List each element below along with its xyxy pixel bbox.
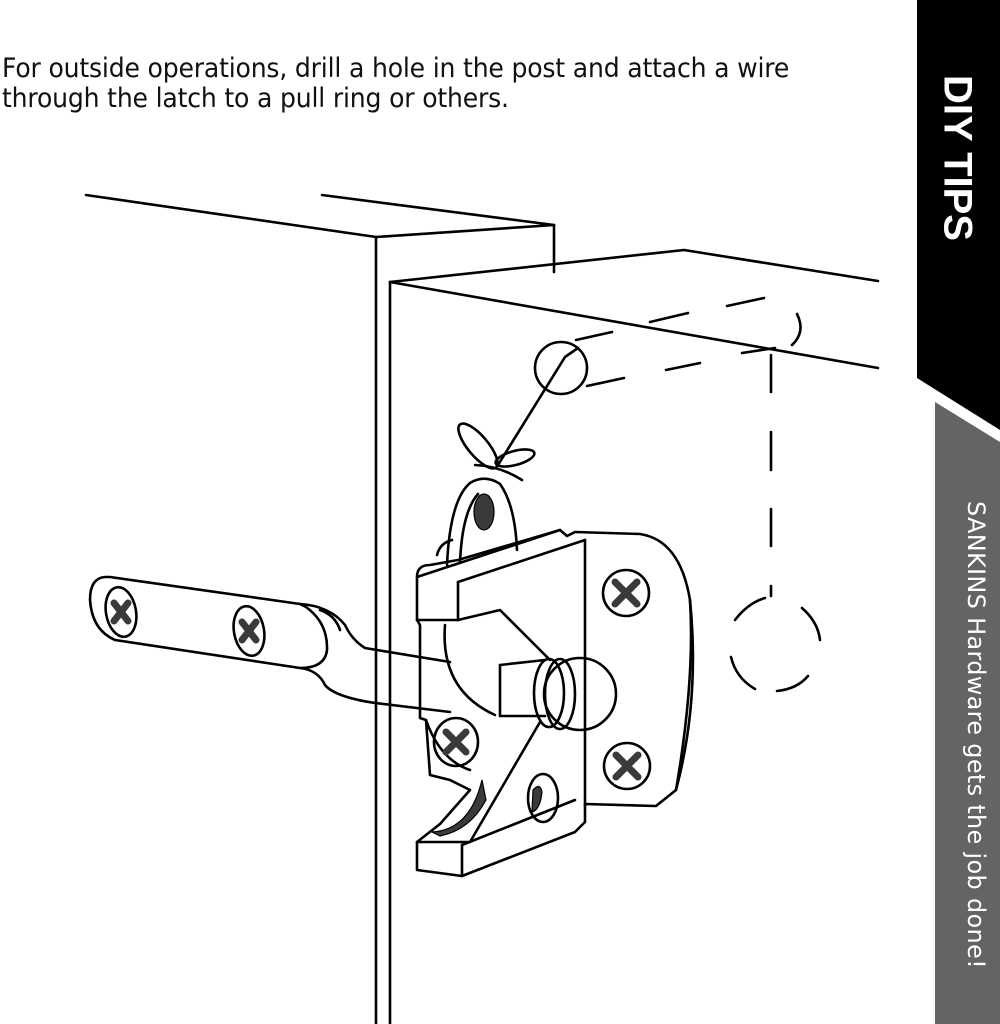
gate-panel-outline <box>388 248 880 1024</box>
post-outline <box>84 193 556 1024</box>
banner-top-bg <box>917 0 1000 430</box>
filled-details <box>429 493 543 837</box>
wire <box>457 346 580 482</box>
caption-line-2: through the latch to a pull ring or othe… <box>2 83 509 114</box>
drilled-hole <box>533 340 589 396</box>
latch-screws <box>432 568 652 824</box>
gate-latch-illustration <box>84 193 880 1024</box>
banner-title-diy-tips: DIY TIPS <box>935 75 980 241</box>
instruction-caption: For outside operations, drill a hole in … <box>2 54 839 114</box>
bar-screws <box>104 585 266 658</box>
caption-line-1: For outside operations, drill a hole in … <box>2 53 790 84</box>
screw-crosses <box>110 578 642 781</box>
banner-slogan: SANKINS Hardware gets the job done! <box>962 501 990 969</box>
dashed-hole-path <box>574 296 822 693</box>
latch-body <box>415 528 695 878</box>
latch-lever <box>435 477 519 567</box>
side-banner <box>917 0 1000 1024</box>
latch-bar <box>88 575 452 714</box>
bolt-knob <box>498 656 618 732</box>
banner-bottom-bg <box>935 402 1000 1024</box>
